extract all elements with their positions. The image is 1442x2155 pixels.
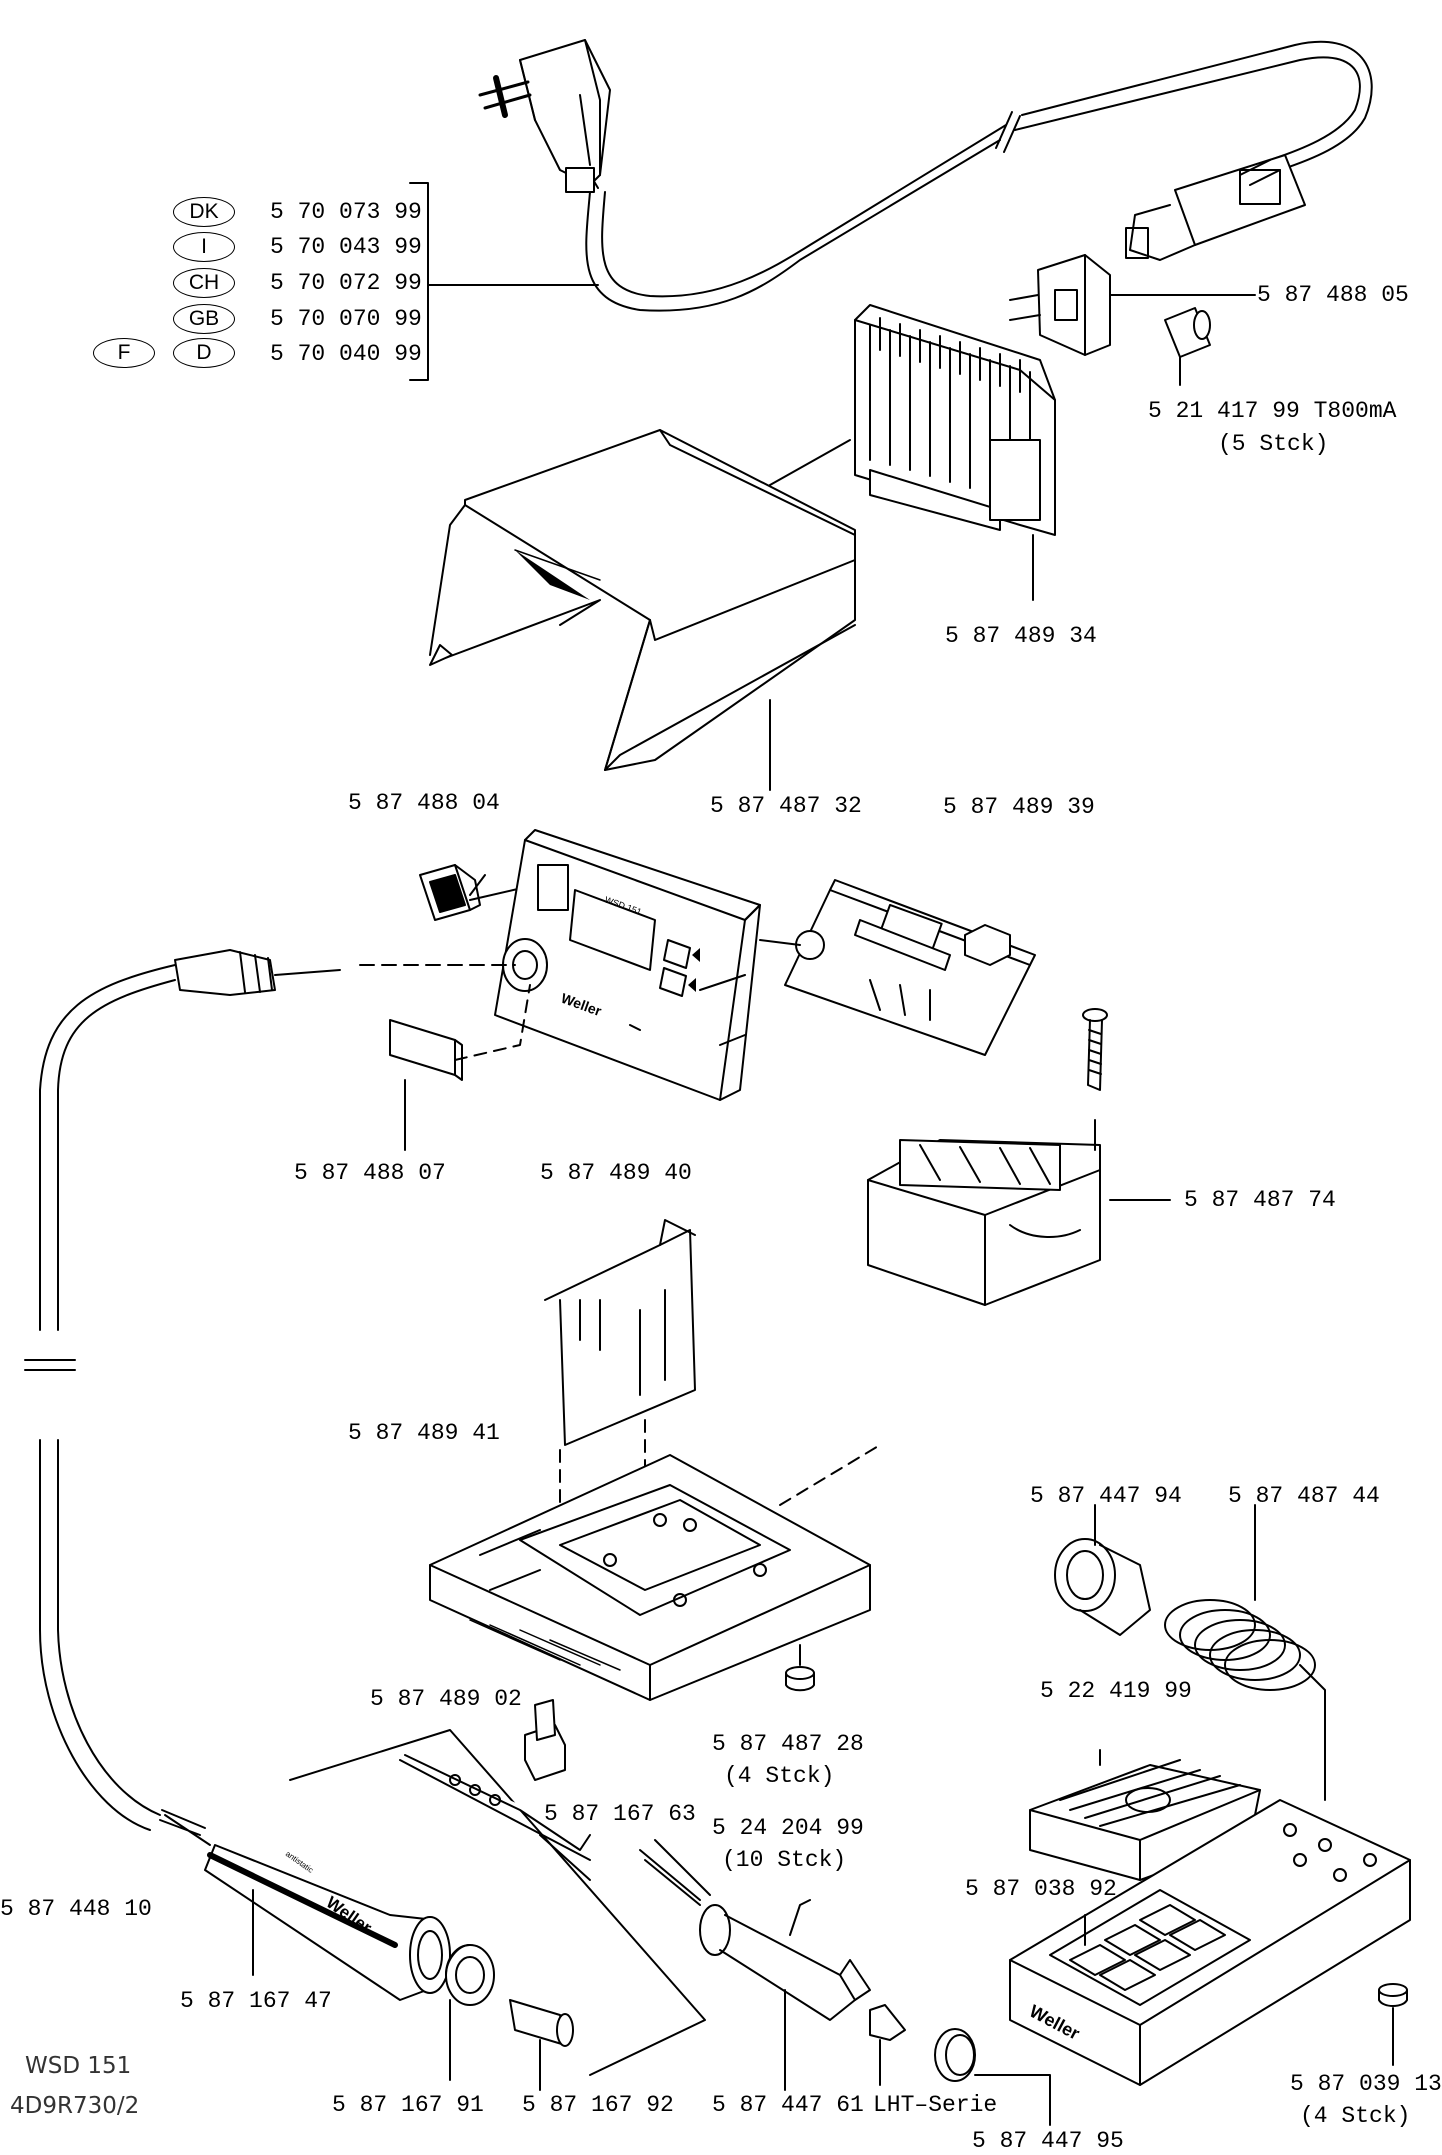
label-foot: 5 87 487 28	[712, 1731, 864, 1757]
label-spring: 5 87 487 44	[1228, 1483, 1380, 1509]
label-fuse: 5 21 417 99 T800mA	[1148, 398, 1397, 424]
heater-drawing	[639, 1839, 871, 2091]
iron-cable-drawing	[24, 949, 516, 1846]
country-code-gb: GB	[173, 304, 235, 334]
document-number: 4D9R730/2	[10, 2093, 140, 2119]
svg-text:antistatic: antistatic	[284, 1849, 315, 1874]
cover-drawing	[429, 429, 856, 791]
label-heater: 5 87 447 61	[712, 2092, 864, 2118]
handle-drawing: Weller antistatic	[204, 1844, 451, 2001]
contact-strip-drawing	[289, 1729, 706, 2076]
label-front-panel: 5 87 489 40	[540, 1160, 692, 1186]
base-drawing	[429, 1444, 881, 1701]
label-screw-qty: (10 Stck)	[722, 1847, 847, 1873]
mains-cable-drawing	[478, 39, 1373, 312]
front-panel-drawing: Weller WSD 151	[494, 829, 761, 1101]
tip-drawing	[869, 2004, 906, 2086]
nut-drawing	[934, 2028, 1051, 2126]
label-handle: 5 87 167 47	[180, 1988, 332, 2014]
tip-holder-drawing	[1054, 1504, 1151, 1636]
country-code-ch: CH	[173, 268, 235, 298]
socket-drawing	[1009, 254, 1256, 386]
label-transformer: 5 87 487 74	[1184, 1187, 1336, 1213]
label-sleeve: 5 87 167 92	[522, 2092, 674, 2118]
display-pcb-drawing	[759, 879, 1036, 1056]
variant-part-f-d: 5 70 040 99	[270, 341, 422, 367]
stand-foot-drawing	[1378, 1983, 1408, 2066]
variant-part-ch: 5 70 072 99	[270, 270, 422, 296]
label-tip-series: LHT–Serie	[873, 2092, 998, 2118]
label-switch: 5 87 488 04	[348, 790, 500, 816]
variant-part-dk: 5 70 073 99	[270, 199, 422, 225]
screw-drawing	[1082, 1008, 1108, 1091]
label-ring: 5 87 167 91	[332, 2092, 484, 2118]
label-pcb-holder: 5 87 489 34	[945, 623, 1097, 649]
label-cable: 5 87 448 10	[0, 1896, 152, 1922]
variant-bracket	[409, 182, 599, 381]
label-foot-qty: (4 Stck)	[724, 1763, 835, 1789]
country-code-i: I	[173, 232, 235, 262]
country-code-d: D	[173, 338, 235, 368]
stand-drawing: Weller	[1009, 1799, 1411, 2086]
label-cover: 5 87 487 32	[710, 793, 862, 819]
model-id: WSD 151	[25, 2053, 132, 2079]
label-screw: 5 24 204 99	[712, 1815, 864, 1841]
label-sponge: 5 22 419 99	[1040, 1678, 1192, 1704]
label-stand: 5 87 038 92	[965, 1876, 1117, 1902]
label-socket: 5 87 488 05	[1257, 282, 1409, 308]
label-stand-foot-qty: (4 Stck)	[1300, 2103, 1411, 2129]
spring-drawing	[1164, 1504, 1326, 1801]
sensor-drawing	[524, 1699, 566, 1781]
label-stand-foot: 5 87 039 13	[1290, 2071, 1442, 2097]
variant-part-i: 5 70 043 99	[270, 234, 422, 260]
label-shield: 5 87 489 41	[348, 1420, 500, 1446]
pcb-holder-drawing	[769, 304, 1056, 601]
ring-drawing	[445, 1944, 495, 2081]
label-tip-holder: 5 87 447 94	[1030, 1483, 1182, 1509]
label-sensor: 5 87 489 02	[370, 1686, 522, 1712]
label-fuse-qty: (5 Stck)	[1218, 431, 1329, 457]
label-contact-strip: 5 87 167 63	[544, 1801, 696, 1827]
label-nut: 5 87 447 95	[972, 2128, 1124, 2154]
transformer-drawing	[867, 1119, 1171, 1306]
country-code-dk: DK	[173, 197, 235, 227]
window-drawing	[389, 984, 531, 1151]
label-display-pcb: 5 87 489 39	[943, 794, 1095, 820]
sleeve-drawing	[509, 1999, 574, 2091]
variant-part-gb: 5 70 070 99	[270, 306, 422, 332]
country-code-f: F	[93, 338, 155, 368]
label-window: 5 87 488 07	[294, 1160, 446, 1186]
foot-drawing	[785, 1644, 815, 1692]
